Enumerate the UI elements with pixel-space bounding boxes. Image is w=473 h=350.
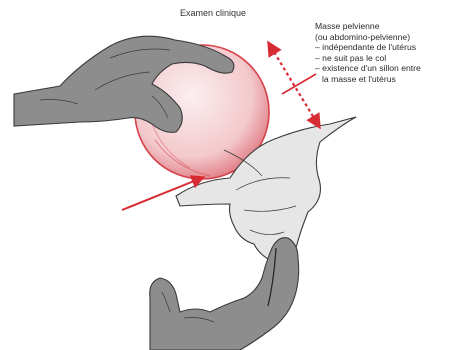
separation-line: [282, 74, 316, 94]
mobility-arrow: [268, 42, 320, 128]
lower-hand: [150, 238, 299, 350]
